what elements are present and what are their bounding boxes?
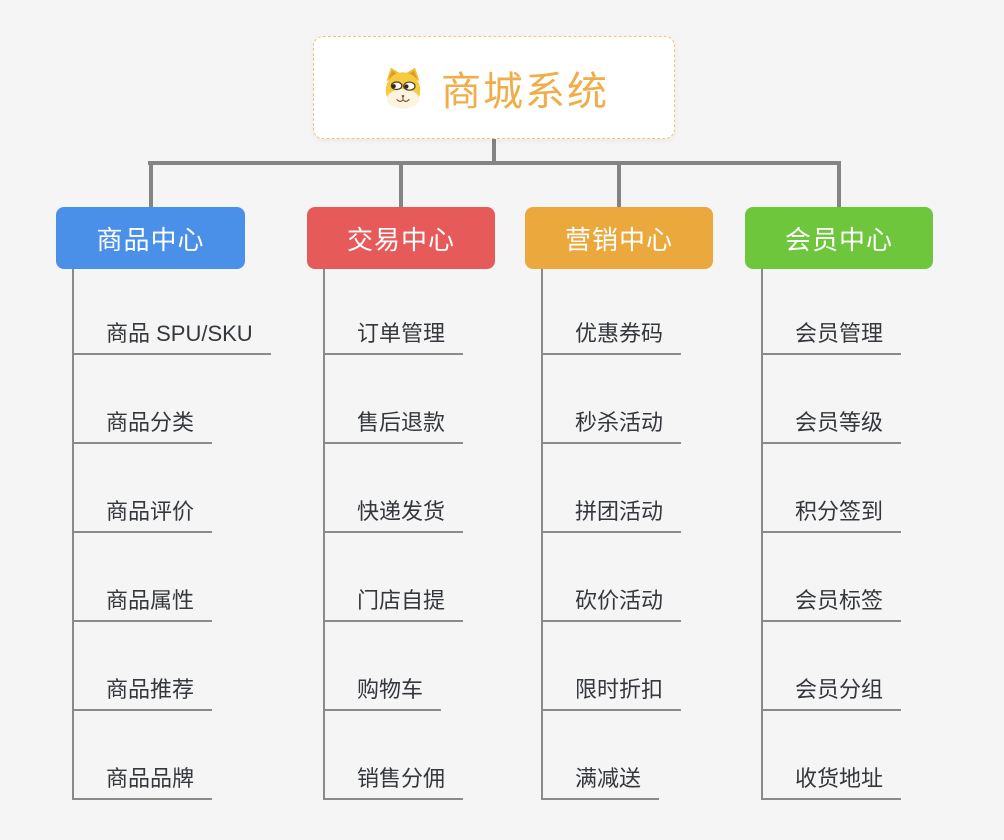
leaf-topic[interactable]: 商品分类 <box>74 355 213 444</box>
leaf-topic[interactable]: 会员分组 <box>763 622 902 711</box>
leaf-topic[interactable]: 收货地址 <box>763 711 902 800</box>
leaf-topic[interactable]: 会员管理 <box>763 269 902 355</box>
leaf-topic[interactable]: 积分签到 <box>763 444 902 533</box>
leaf-topic[interactable]: 拼团活动 <box>543 444 682 533</box>
leaf-column-3: 优惠券码秒杀活动拼团活动砍价活动限时折扣满减送 <box>541 269 682 800</box>
leaf-topic[interactable]: 优惠券码 <box>543 269 682 355</box>
leaf-column-2: 订单管理售后退款快递发货门店自提购物车销售分佣 <box>323 269 464 800</box>
branch-node-2[interactable]: 交易中心 <box>307 207 495 269</box>
leaf-topic[interactable]: 商品 SPU/SKU <box>74 269 271 355</box>
leaf-topic[interactable]: 商品评价 <box>74 444 213 533</box>
root-connector-stub <box>492 139 496 163</box>
leaf-topic[interactable]: 商品品牌 <box>74 711 213 800</box>
branch-connector-stub <box>837 163 841 207</box>
leaf-topic[interactable]: 售后退款 <box>325 355 464 444</box>
branch-node-1[interactable]: 商品中心 <box>56 207 245 269</box>
leaf-topic[interactable]: 会员标签 <box>763 533 902 622</box>
branch-node-4[interactable]: 会员中心 <box>745 207 933 269</box>
leaf-topic[interactable]: 满减送 <box>543 711 660 800</box>
leaf-topic[interactable]: 购物车 <box>325 622 442 711</box>
leaf-topic[interactable]: 商品属性 <box>74 533 213 622</box>
leaf-topic[interactable]: 秒杀活动 <box>543 355 682 444</box>
root-node[interactable]: 商城系统 <box>313 36 675 139</box>
doge-icon <box>385 67 421 109</box>
branch-connector-stub <box>148 163 153 207</box>
leaf-topic[interactable]: 商品推荐 <box>74 622 213 711</box>
root-title: 商城系统 <box>441 69 609 114</box>
branch-connector-rail <box>148 161 841 165</box>
leaf-topic[interactable]: 快递发货 <box>325 444 464 533</box>
branch-node-3[interactable]: 营销中心 <box>525 207 713 269</box>
leaf-topic[interactable]: 砍价活动 <box>543 533 682 622</box>
leaf-topic[interactable]: 限时折扣 <box>543 622 682 711</box>
leaf-topic[interactable]: 销售分佣 <box>325 711 464 800</box>
leaf-topic[interactable]: 门店自提 <box>325 533 464 622</box>
leaf-topic[interactable]: 会员等级 <box>763 355 902 444</box>
leaf-topic[interactable]: 订单管理 <box>325 269 464 355</box>
leaf-column-4: 会员管理会员等级积分签到会员标签会员分组收货地址 <box>761 269 902 800</box>
branch-connector-stub <box>617 163 621 207</box>
branch-connector-stub <box>399 163 403 207</box>
